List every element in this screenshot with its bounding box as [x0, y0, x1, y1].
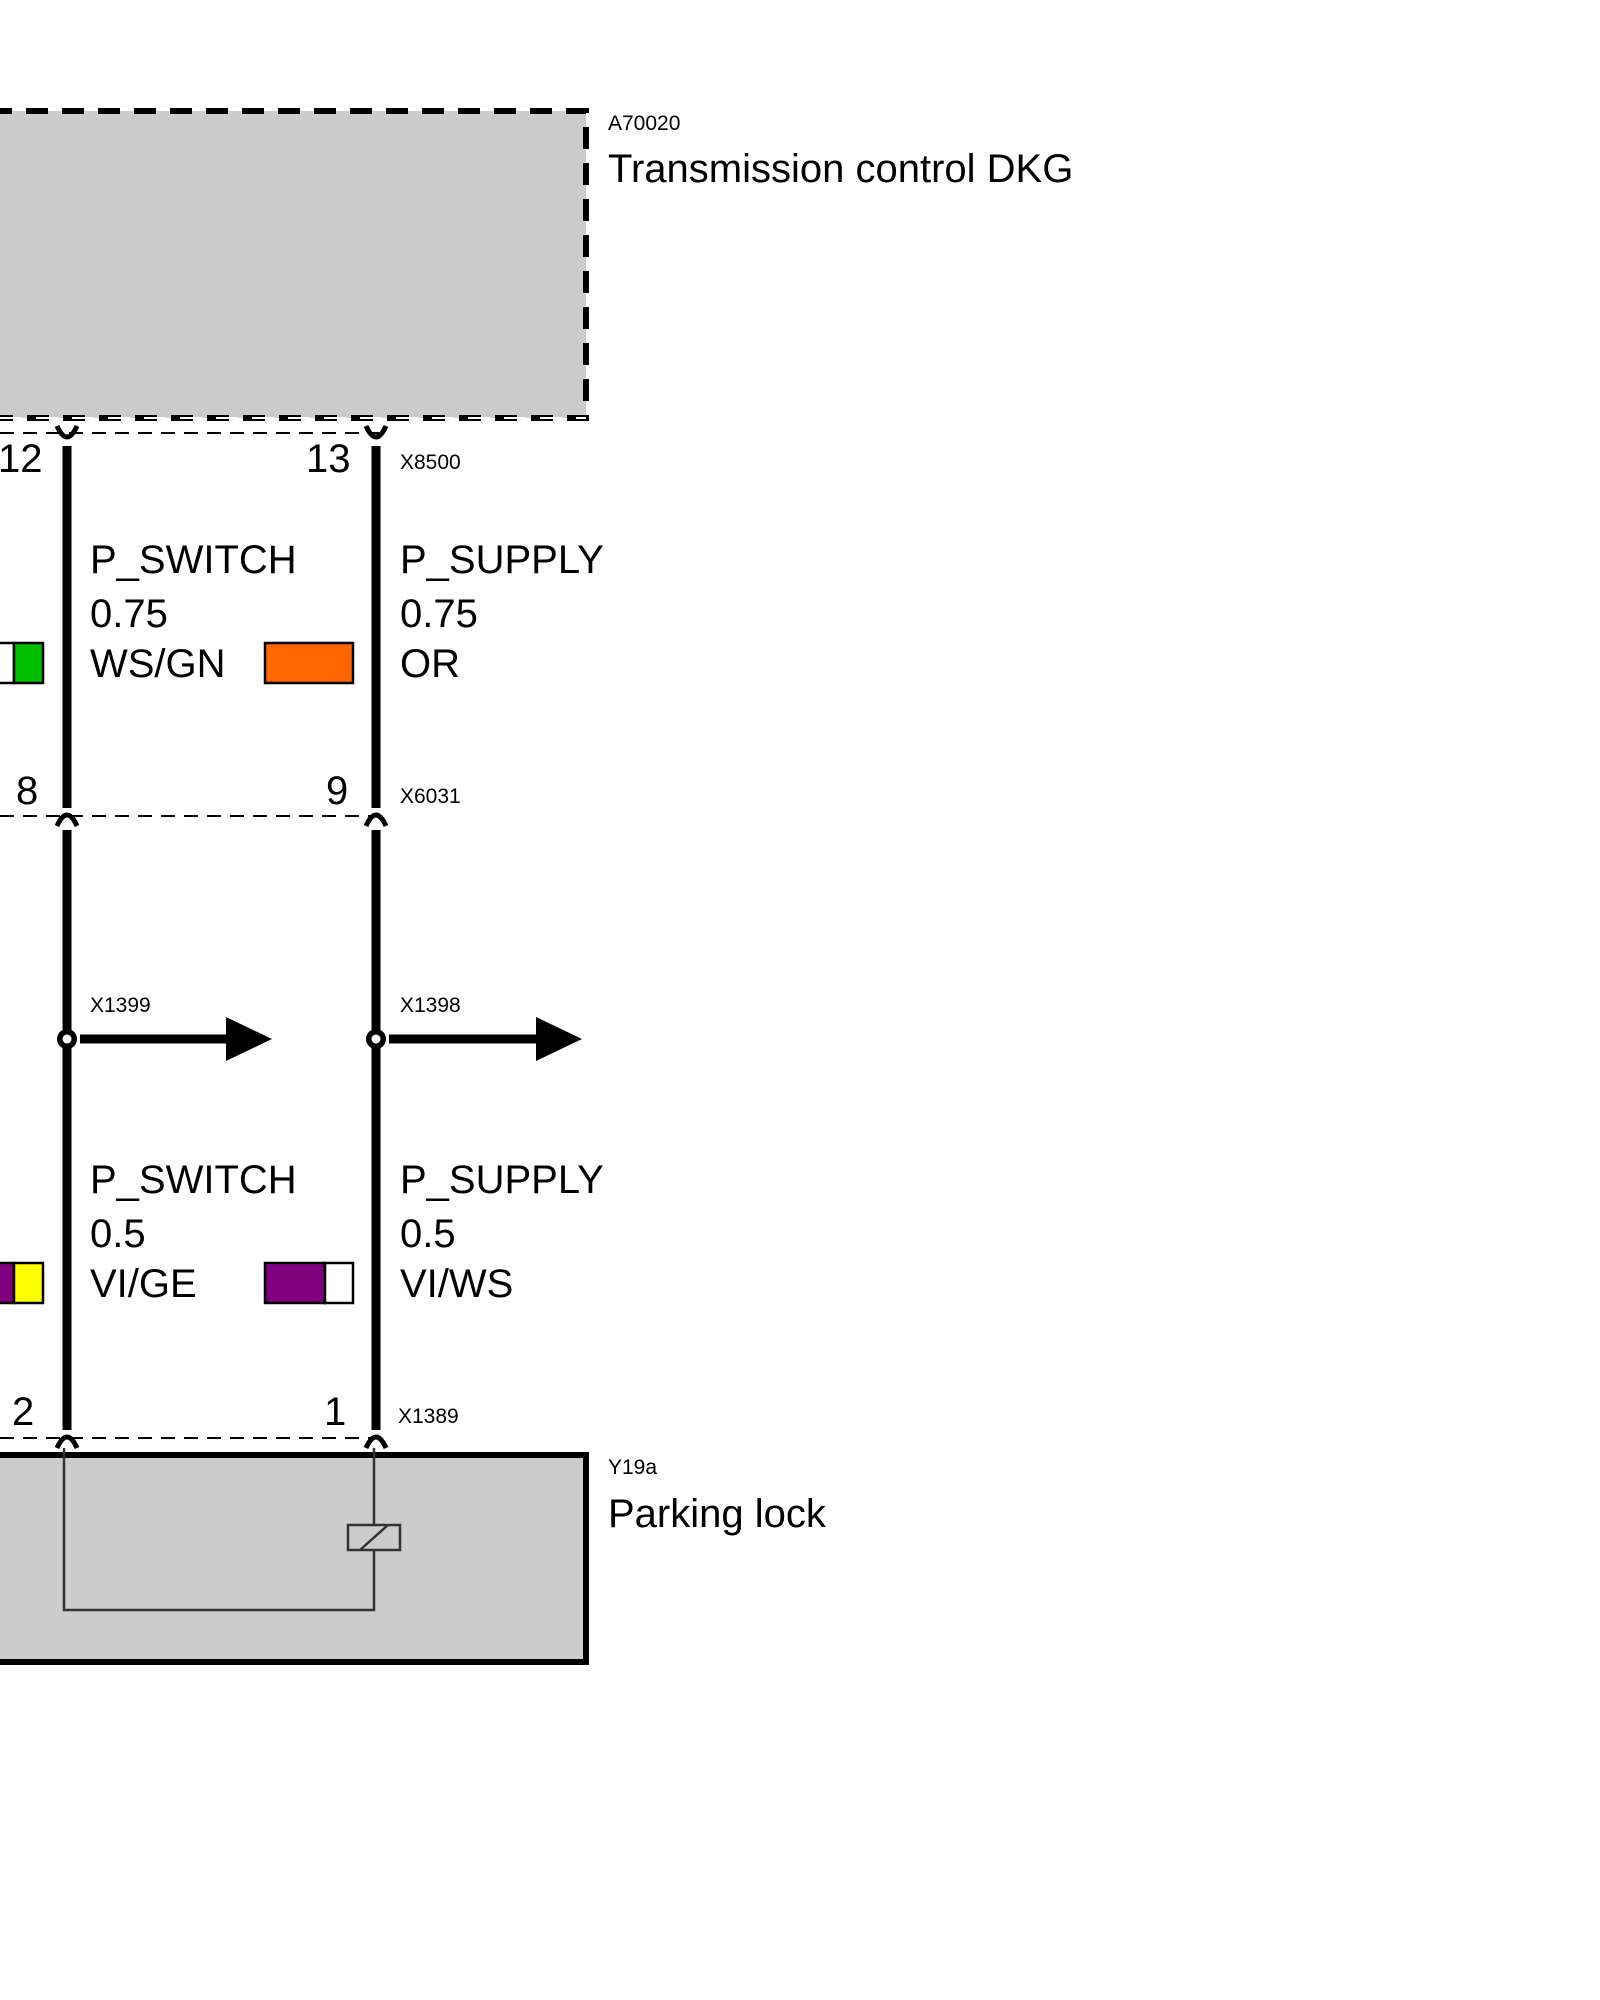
connector-id-x1389: X1389 [398, 1405, 459, 1428]
color-code-upper-right: OR [400, 642, 460, 686]
connector-housing-x8500 [0, 432, 379, 440]
splice-x1399 [57, 1017, 272, 1061]
pin-label-12: 12 [0, 437, 43, 481]
wire-lower-left [54, 830, 80, 1450]
wire-color-swatch-or [263, 641, 355, 685]
pin-label-13: 13 [306, 437, 351, 481]
gauge-label-upper-left: 0.75 [90, 592, 168, 636]
gauge-label-lower-left: 0.5 [90, 1212, 146, 1256]
signal-label-upper-left: P_SWITCH [90, 538, 297, 582]
color-code-lower-right: VI/WS [400, 1262, 513, 1306]
pin-label-8: 8 [16, 769, 38, 813]
pin-label-1: 1 [324, 1390, 346, 1434]
wire-color-swatch-ws-gn [0, 641, 45, 685]
parking-lock-component [0, 1448, 589, 1665]
component-name-top: Transmission control DKG [608, 147, 1073, 191]
wire-upper-left [54, 424, 80, 828]
pin-label-9: 9 [326, 769, 348, 813]
splice-id-x1398: X1398 [400, 994, 461, 1017]
pin-label-2: 2 [12, 1390, 34, 1434]
signal-label-upper-right: P_SUPPLY [400, 538, 604, 582]
color-code-upper-left: WS/GN [90, 642, 226, 686]
wire-color-swatch-vi-ge [0, 1261, 45, 1305]
wire-color-swatch-vi-ws [263, 1261, 355, 1305]
solenoid-coil-icon [346, 1523, 402, 1552]
splice-id-x1399: X1399 [90, 994, 151, 1017]
splice-x1398 [366, 1017, 582, 1061]
component-name-bottom: Parking lock [608, 1492, 827, 1536]
gauge-label-lower-right: 0.5 [400, 1212, 456, 1256]
signal-label-lower-left: P_SWITCH [90, 1158, 297, 1202]
signal-label-lower-right: P_SUPPLY [400, 1158, 604, 1202]
connector-id-x6031: X6031 [400, 785, 461, 808]
wire-lower-right [363, 830, 389, 1450]
transmission-control-module [0, 108, 589, 421]
component-id-bottom: Y19a [608, 1456, 657, 1479]
component-id-top: A70020 [608, 112, 680, 135]
wire-upper-right [363, 424, 389, 828]
connector-id-x8500: X8500 [400, 451, 461, 474]
gauge-label-upper-right: 0.75 [400, 592, 478, 636]
color-code-lower-left: VI/GE [90, 1262, 197, 1306]
